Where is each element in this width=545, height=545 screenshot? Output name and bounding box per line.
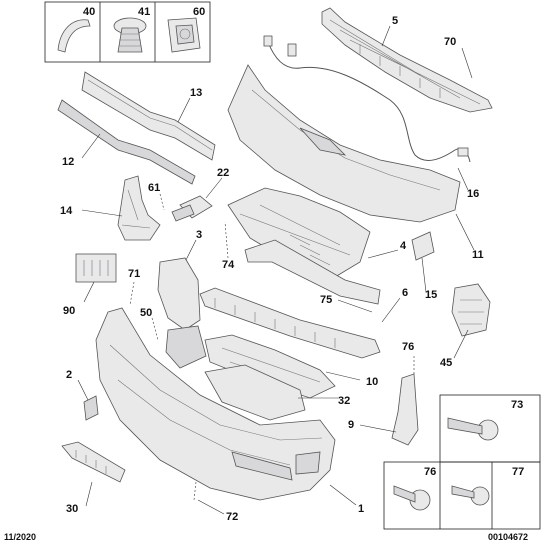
- label-13: 13: [190, 87, 202, 99]
- label-10: 10: [366, 376, 378, 388]
- footer-date: 11/2020: [4, 532, 36, 542]
- footer-ref: 00104672: [488, 532, 528, 542]
- label-11: 11: [472, 249, 484, 261]
- part-45-pad: [451, 283, 491, 337]
- label-90: 90: [63, 305, 75, 317]
- part-16-connectors: [263, 35, 469, 157]
- label-76-top: 76: [402, 341, 414, 353]
- part-40-clip: [57, 19, 91, 53]
- label-2: 2: [66, 369, 72, 381]
- part-12-lower-grille: [57, 99, 196, 185]
- part-76-screw: [393, 485, 431, 511]
- part-60-clip: [167, 17, 201, 53]
- label-6: 6: [402, 287, 408, 299]
- part-5-upper-crossmember: [321, 7, 493, 113]
- label-9: 9: [348, 419, 354, 431]
- part-2-side-marker: [83, 395, 99, 421]
- part-10-undertray: [204, 334, 336, 399]
- part-13-upper-grille: [81, 71, 216, 161]
- label-32: 32: [338, 395, 350, 407]
- label-76-box: 76: [424, 466, 436, 478]
- part-16-wiring-harness: [267, 41, 471, 163]
- label-14: 14: [60, 205, 73, 217]
- label-3: 3: [196, 229, 202, 241]
- part-9-bracket: [391, 373, 419, 446]
- label-16: 16: [467, 188, 479, 200]
- label-77: 77: [512, 466, 524, 478]
- part-41-rivet: [113, 17, 147, 53]
- part-11-bumper-upper-shell: [227, 64, 461, 223]
- label-74: 74: [222, 259, 235, 271]
- label-5: 5: [392, 15, 398, 27]
- label-15: 15: [425, 289, 437, 301]
- part-22-bracket: [171, 195, 213, 222]
- part-77-screw: [451, 485, 490, 506]
- detail-box-73-76-77: [383, 394, 541, 530]
- part-30-lower-strip: [61, 441, 126, 483]
- part-1-bumper-cover: [95, 307, 336, 501]
- label-1: 1: [358, 503, 364, 515]
- label-61: 61: [148, 182, 160, 194]
- part-3-side-deflector: [157, 257, 201, 331]
- part-50-bracket: [165, 325, 207, 369]
- label-70: 70: [444, 36, 456, 48]
- part-15-tow-cap: [411, 231, 435, 261]
- part-73-screw: [447, 417, 499, 441]
- label-72: 72: [226, 511, 238, 523]
- label-73: 73: [511, 399, 523, 411]
- part-labels: 40 41 60 5 70 13 12 16 22 61 14 11 3 74 …: [60, 6, 524, 523]
- label-45: 45: [440, 357, 452, 369]
- label-75: 75: [320, 294, 332, 306]
- label-60: 60: [193, 6, 205, 18]
- leader-lines: [77, 25, 475, 515]
- label-71: 71: [128, 268, 140, 280]
- label-50: 50: [140, 307, 152, 319]
- label-40: 40: [83, 6, 95, 18]
- label-41: 41: [138, 6, 150, 18]
- label-30: 30: [66, 503, 78, 515]
- part-32-lower-cover: [204, 364, 306, 421]
- label-12: 12: [62, 156, 74, 168]
- part-75-reinforcement: [244, 239, 381, 305]
- label-22: 22: [217, 167, 229, 179]
- part-90-connector-kit: [75, 253, 117, 283]
- detail-box-40-41-60: [44, 1, 211, 63]
- label-4: 4: [400, 240, 407, 252]
